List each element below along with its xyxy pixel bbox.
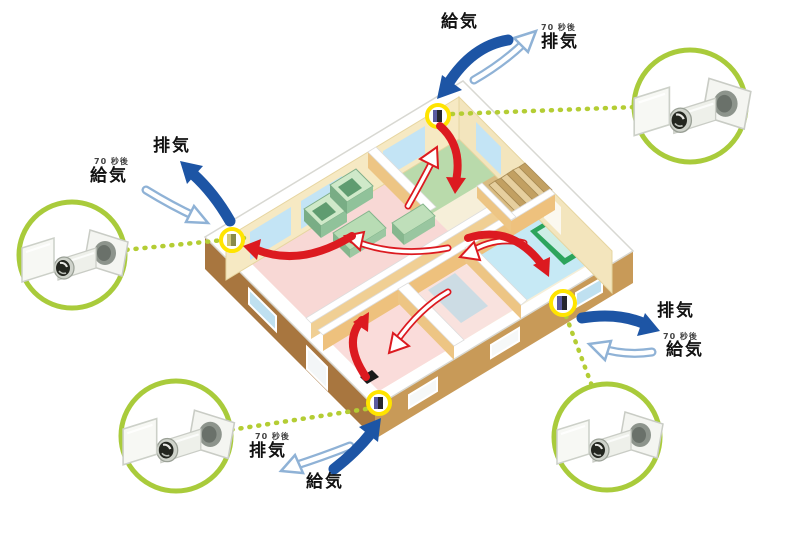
- label-right-exhaust: 排気: [657, 301, 695, 321]
- facade-left: [205, 237, 375, 439]
- floor-mat: [428, 273, 488, 323]
- window: [250, 207, 291, 260]
- label-top-supply: 給気: [441, 12, 479, 32]
- ventilation-unit-callouts: [16, 47, 752, 494]
- facade-window: [408, 376, 438, 410]
- sideboard: [391, 203, 436, 245]
- dotted-link-top: [449, 104, 639, 117]
- label-top-exhaust: 排気: [541, 32, 579, 52]
- label-left-exhaust: 排気: [153, 136, 191, 156]
- house-structure: [203, 80, 635, 439]
- label-right-delay: 70 秒後: [663, 332, 698, 341]
- arrow-solid-blue: [180, 34, 660, 475]
- indoor-airflow-arrows: [243, 122, 550, 381]
- label-left-supply: 給気: [90, 166, 128, 186]
- label-top-delay: 70 秒後: [541, 23, 576, 32]
- vent-ports: [219, 103, 577, 416]
- dotted-link-right: [563, 313, 595, 389]
- furniture: [303, 168, 436, 384]
- vent-port-top: [425, 103, 451, 129]
- callout-top-right: [631, 47, 752, 165]
- vent-port-left: [219, 227, 245, 253]
- facade-window: [490, 326, 520, 360]
- callout-left: [16, 199, 129, 311]
- label-left-delay: 70 秒後: [94, 157, 129, 166]
- vent-port-right: [549, 289, 577, 317]
- label-bottom-exhaust: 排気: [249, 441, 287, 461]
- label-bottom-delay: 70 秒後: [255, 432, 290, 441]
- armchair: [329, 168, 374, 214]
- vent-port-bottom: [366, 390, 392, 416]
- facade-door: [306, 344, 328, 392]
- airflow-solid-red: [243, 122, 550, 381]
- callout-bottom-left: [118, 378, 236, 494]
- label-right-supply: 給気: [666, 340, 704, 360]
- callout-bottom-right: [551, 381, 664, 493]
- facade-window: [248, 286, 277, 334]
- window: [476, 122, 501, 175]
- arrow-outline-blue: [141, 29, 657, 475]
- outdoor-airflow-arrows: [141, 29, 660, 475]
- label-bottom-supply: 給気: [306, 472, 344, 492]
- dotted-link-bottom: [227, 406, 369, 433]
